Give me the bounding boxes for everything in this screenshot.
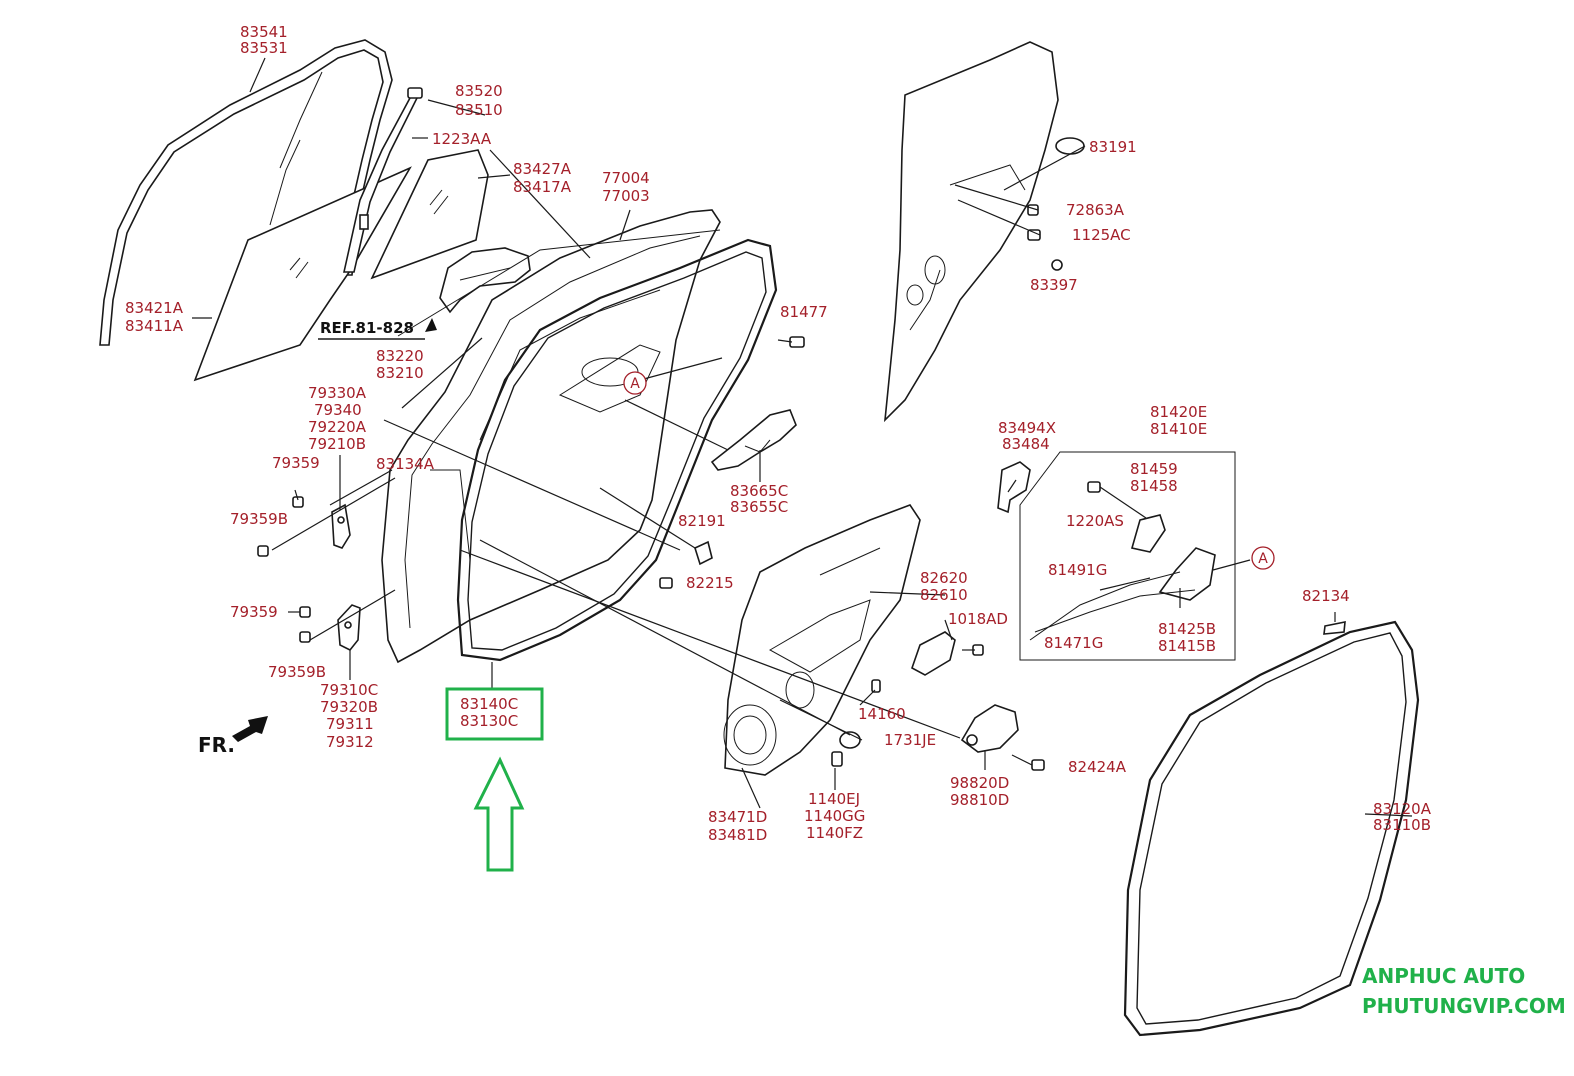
label-77004: 77004 — [602, 169, 650, 187]
label-14160: 14160 — [858, 705, 906, 723]
label-83130c: 83130C — [460, 712, 518, 730]
label-83520: 83520 — [455, 82, 503, 100]
label-83541: 83541 — [240, 23, 288, 41]
label-77003: 77003 — [602, 187, 650, 205]
latch-group-box — [1019, 451, 1236, 661]
label-79359b-upper: 79359B — [230, 510, 288, 528]
label-83110b: 83110B — [1373, 816, 1431, 834]
label-81491g: 81491G — [1048, 561, 1107, 579]
label-1731je: 1731JE — [884, 731, 936, 749]
label-79359-lower: 79359 — [230, 603, 278, 621]
front-arrow-icon — [232, 716, 268, 742]
quarter-glass — [370, 149, 489, 280]
label-81458: 81458 — [1130, 477, 1178, 495]
label-82620: 82620 — [920, 569, 968, 587]
label-82134: 82134 — [1302, 587, 1350, 605]
door-shell — [381, 209, 721, 664]
label-83427a: 83427A — [513, 160, 572, 178]
label-79220a: 79220A — [308, 418, 367, 436]
label-81420e: 81420E — [1150, 403, 1207, 421]
label-82424a: 82424A — [1068, 758, 1127, 776]
marker-a-label: A — [630, 376, 640, 392]
label-83510: 83510 — [455, 101, 503, 119]
label-83191: 83191 — [1089, 138, 1137, 156]
lower-hinge — [337, 604, 361, 652]
label-83220: 83220 — [376, 347, 424, 365]
leader-lines — [192, 57, 1413, 817]
label-1125ac: 1125AC — [1072, 226, 1131, 244]
label-83140c: 83140C — [460, 695, 518, 713]
label-79359b-lower: 79359B — [268, 663, 326, 681]
label-98810d: 98810D — [950, 791, 1009, 809]
label-79320b: 79320B — [320, 698, 378, 716]
highlight-box — [445, 687, 544, 741]
door-check-bracket — [997, 461, 1031, 514]
marker-a-circle-latch — [1251, 546, 1275, 570]
label-82191: 82191 — [678, 512, 726, 530]
ref-arrow-icon — [425, 318, 437, 332]
label-98820d: 98820D — [950, 774, 1009, 792]
label-82610: 82610 — [920, 586, 968, 604]
label-79310c: 79310C — [320, 681, 378, 699]
label-81410e: 81410E — [1150, 420, 1207, 438]
upper-hinge — [331, 503, 351, 549]
label-83210: 83210 — [376, 364, 424, 382]
label-79312: 79312 — [326, 733, 374, 751]
label-83411a: 83411A — [125, 317, 184, 335]
label-83471d: 83471D — [708, 808, 767, 826]
watermark-line2: PHUTUNGVIP.COM — [1362, 994, 1566, 1018]
fr-label: FR. — [198, 733, 235, 757]
label-79330a: 79330A — [308, 384, 367, 402]
door-frame-weatherstrip — [456, 238, 778, 662]
inner-door-panel — [883, 41, 1059, 423]
ref-callout: REF.81-828 — [318, 318, 437, 340]
ref-label: REF.81-828 — [320, 319, 414, 337]
label-83655c: 83655C — [730, 498, 788, 516]
label-1223aa: 1223AA — [432, 130, 492, 148]
inside-door-handle — [710, 409, 797, 471]
label-1140ej: 1140EJ — [808, 790, 860, 808]
front-direction-indicator: FR. — [198, 716, 268, 757]
label-1140gg: 1140GG — [804, 807, 865, 825]
body-side-weatherstrip — [1123, 620, 1420, 1037]
label-83417a: 83417A — [513, 178, 572, 196]
label-83494x: 83494X — [998, 419, 1056, 437]
marker-a-label-latch: A — [1258, 551, 1268, 567]
label-83481d: 83481D — [708, 826, 767, 844]
label-79340: 79340 — [314, 401, 362, 419]
label-1018ad: 1018AD — [948, 610, 1008, 628]
part-labels: 83541 83531 83520 83510 1223AA 83427A 83… — [125, 23, 1432, 844]
label-79311: 79311 — [326, 715, 374, 733]
label-81425b: 81425B — [1158, 620, 1216, 638]
label-83484: 83484 — [1002, 435, 1050, 453]
quarter-channel — [343, 87, 423, 273]
label-83397: 83397 — [1030, 276, 1078, 294]
label-81415b: 81415B — [1158, 637, 1216, 655]
watermark-line1: ANPHUC AUTO — [1362, 964, 1525, 988]
outside-door-handle — [439, 247, 531, 314]
label-81459: 81459 — [1130, 460, 1178, 478]
label-79359-upper: 79359 — [272, 454, 320, 472]
label-83531: 83531 — [240, 39, 288, 57]
watermark: ANPHUC AUTO PHUTUNGVIP.COM — [1362, 964, 1566, 1018]
label-83665c: 83665C — [730, 482, 788, 500]
label-72863a: 72863A — [1066, 201, 1125, 219]
highlight-arrow-icon — [473, 756, 525, 872]
door-lock-actuator — [960, 704, 1019, 753]
label-1140fz: 1140FZ — [806, 824, 863, 842]
label-79210b: 79210B — [308, 435, 366, 453]
window-switch — [911, 631, 956, 676]
label-83134a: 83134A — [376, 455, 435, 473]
label-83120a: 83120A — [1373, 800, 1432, 818]
marker-a-group: A A — [623, 371, 1275, 570]
label-81471g: 81471G — [1044, 634, 1103, 652]
label-82215: 82215 — [686, 574, 734, 592]
marker-a-circle — [623, 371, 647, 395]
label-83421a: 83421A — [125, 299, 184, 317]
door-trim-panel — [723, 504, 921, 776]
label-1220as: 1220AS — [1066, 512, 1124, 530]
label-81477: 81477 — [780, 303, 828, 321]
